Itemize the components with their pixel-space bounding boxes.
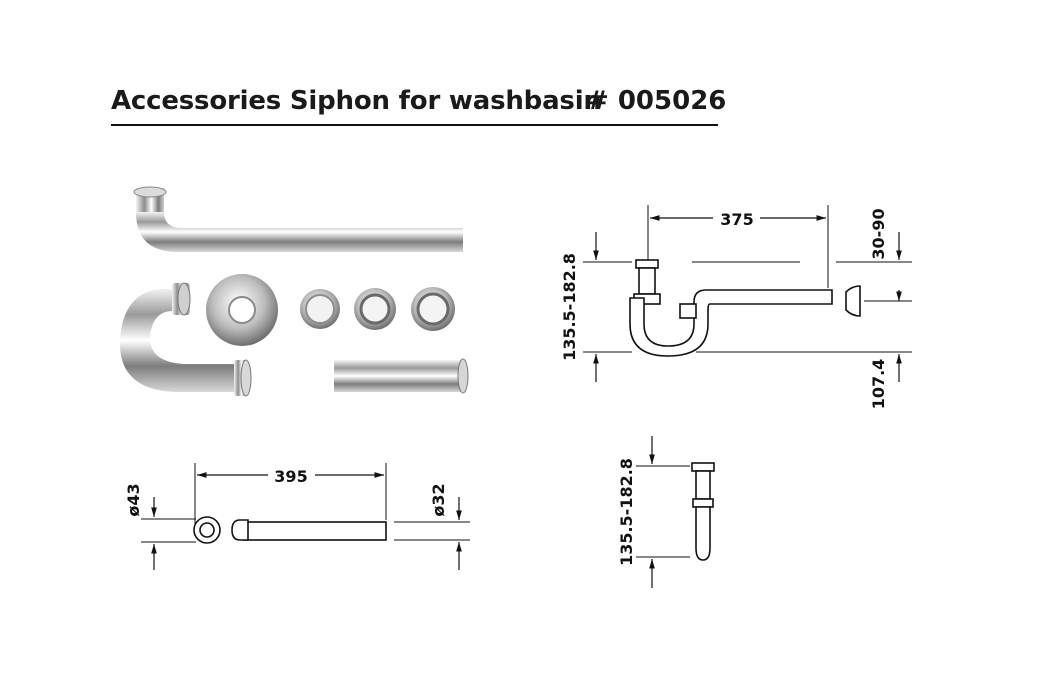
- front-tailpiece: [695, 470, 711, 500]
- dim-30-90: 30-90: [869, 208, 888, 259]
- dim-height-side: 135.5-182.8: [560, 253, 579, 361]
- bent-pipe-image: [133, 186, 463, 252]
- top-nut: [231, 519, 249, 541]
- page-title: Accessories Siphon for washbasin # 00502…: [111, 84, 726, 126]
- straight-pipe-image: [334, 358, 469, 394]
- front-trap: [695, 506, 711, 561]
- top-pipe: [243, 521, 387, 541]
- front-view-drawing: 135.5-182.8: [617, 436, 715, 588]
- dim-375: 375: [720, 210, 753, 229]
- top-view-drawing: 395 ø43 ø32: [124, 463, 470, 570]
- dim-dia-43: ø43: [124, 483, 143, 516]
- ring-2-image: [354, 288, 396, 330]
- article-number: # 005026: [587, 86, 727, 116]
- ring-3-image: [411, 287, 455, 331]
- side-view-drawing: 375 135.5-182.8 30-90 107.4: [560, 205, 912, 409]
- outlet-nut: [679, 303, 697, 319]
- u-bend-image: [119, 282, 252, 397]
- dim-dia-32: ø32: [429, 483, 448, 516]
- wall-rosette-image: [206, 274, 278, 346]
- product-photo: [119, 186, 469, 397]
- dim-height-front: 135.5-182.8: [617, 458, 636, 566]
- wall-rosette: [845, 285, 861, 317]
- tailpiece: [638, 267, 656, 295]
- tailpiece-nut: [635, 259, 659, 269]
- front-trap-nut: [692, 498, 714, 508]
- front-tailpiece-nut: [691, 462, 715, 472]
- top-trap-inner: [199, 522, 215, 538]
- trap-bend: [629, 289, 833, 357]
- dim-395: 395: [274, 467, 307, 486]
- ring-1-image: [300, 289, 340, 329]
- title-text: Accessories Siphon for washbasin: [111, 86, 602, 116]
- dim-107-4: 107.4: [869, 359, 888, 410]
